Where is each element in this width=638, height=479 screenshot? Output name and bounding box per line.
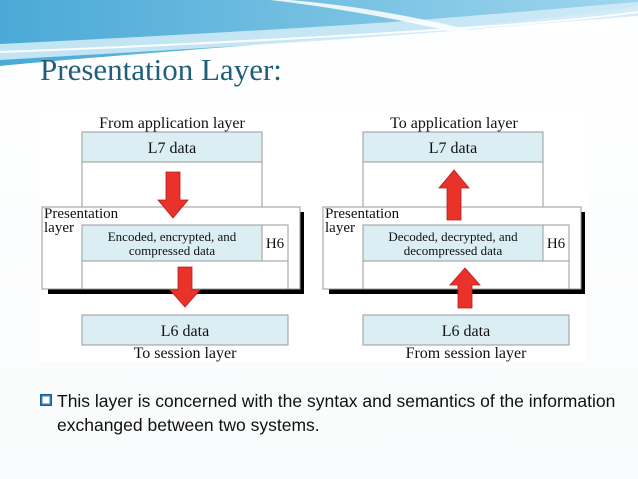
receiver-header-box: [542, 224, 570, 262]
sender-l7-data: L7 data: [148, 140, 196, 157]
slide-title: Presentation Layer:: [40, 52, 282, 87]
receiver-diagram: To application layer L7 data Presentatio…: [322, 115, 585, 362]
sender-layer-label-line2: layer: [44, 220, 74, 236]
sender-top-label: From application layer: [99, 115, 245, 132]
presentation-layer-diagram: From application layer L7 data Presentat…: [40, 110, 586, 362]
receiver-l6-data: L6 data: [442, 323, 490, 340]
bullet-point: This layer is concerned with the syntax …: [40, 389, 620, 437]
receiver-layer-label-line1: Presentation: [325, 206, 400, 222]
sender-bottom-label: To session layer: [134, 345, 238, 362]
sender-l7-band: [81, 131, 263, 163]
sender-l6-data: L6 data: [161, 323, 209, 340]
receiver-bottom-label: From session layer: [406, 345, 528, 362]
receiver-process-line2: decompressed data: [404, 243, 503, 258]
sender-process-band: [81, 224, 263, 262]
sender-layer-label-line1: Presentation: [44, 206, 119, 222]
bullet-text: This layer is concerned with the syntax …: [57, 391, 616, 435]
sender-header-box: [261, 224, 289, 262]
sender-l6-band: [81, 314, 289, 346]
sender-down-arrow-bottom-icon: [169, 266, 201, 308]
receiver-up-arrow-top-icon: [438, 169, 470, 221]
sender-down-arrow-top-icon: [157, 171, 189, 219]
receiver-l6-band: [362, 314, 570, 346]
receiver-process-line1: Decoded, decrypted, and: [388, 229, 518, 244]
receiver-l7-data: L7 data: [429, 140, 477, 157]
receiver-process-band: [362, 224, 544, 262]
receiver-layer-label-line2: layer: [325, 220, 355, 236]
sender-process-line2: compressed data: [129, 243, 216, 258]
receiver-top-label: To application layer: [390, 115, 518, 132]
sender-header-h6: H6: [266, 236, 285, 252]
receiver-up-arrow-bottom-icon: [449, 267, 481, 309]
sender-diagram: From application layer L7 data Presentat…: [41, 115, 304, 362]
receiver-header-h6: H6: [547, 236, 566, 252]
sender-process-line1: Encoded, encrypted, and: [108, 229, 237, 244]
header-swoosh-decoration: [0, 0, 638, 66]
square-checkbox-bullet-icon: [40, 394, 52, 406]
